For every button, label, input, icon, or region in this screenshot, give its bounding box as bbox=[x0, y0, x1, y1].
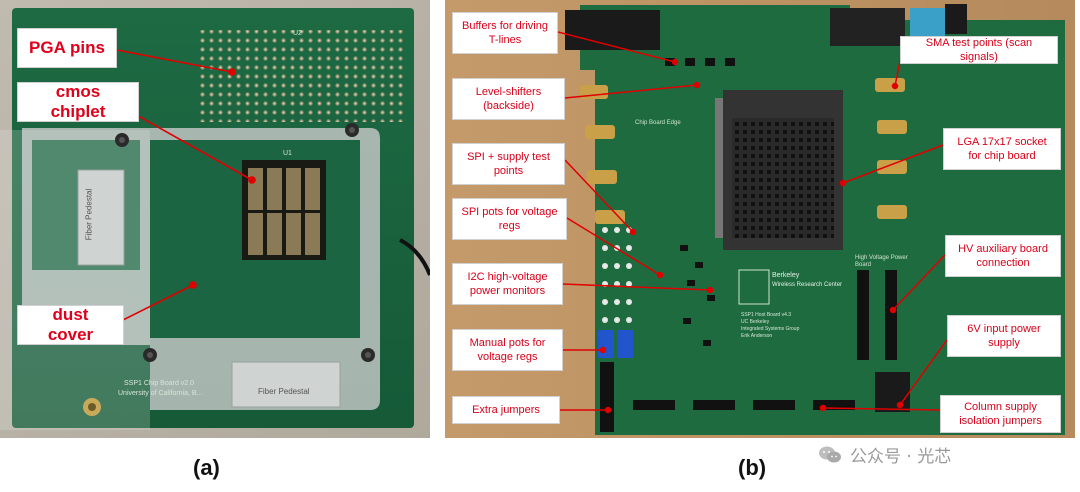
label-level-shifters: Level-shifters (backside) bbox=[452, 78, 565, 120]
host-board-line2: UC Berkeley bbox=[741, 319, 770, 325]
label-lga: LGA 17x17 socket for chip board bbox=[943, 128, 1061, 170]
label-extra-jumpers: Extra jumpers bbox=[452, 396, 560, 424]
hv-header-1 bbox=[857, 270, 869, 360]
host-board-line1: SSP1 Host Board v4.3 bbox=[741, 312, 792, 318]
fiber-pedestal-left bbox=[77, 169, 125, 266]
label-dust-cover: dust cover bbox=[17, 305, 124, 345]
fiber-pedestal-bottom bbox=[231, 361, 341, 408]
label-manual-pots: Manual pots for voltage regs bbox=[452, 329, 563, 371]
wireless-text: Wireless Research Center bbox=[772, 282, 843, 288]
host-board-line4: Erik Anderson bbox=[741, 333, 773, 339]
caption-a: (a) bbox=[193, 455, 220, 480]
label-input-power: 6V input power supply bbox=[947, 315, 1061, 357]
chip-board-edge-text: Chip Board Edge bbox=[635, 120, 681, 126]
chip-board-photo bbox=[0, 0, 432, 438]
label-pga-pins: PGA pins bbox=[17, 28, 117, 68]
photo-panel-b: Chip Board Edge High Voltage Power Board… bbox=[445, 0, 1075, 438]
label-buffers: Buffers for driving T-lines bbox=[452, 12, 558, 54]
wechat-icon bbox=[818, 445, 842, 465]
hv-power-board-text: High Voltage Power Board bbox=[855, 255, 908, 268]
manual-pot-2 bbox=[617, 330, 633, 358]
label-spi-pots: SPI pots for voltage regs bbox=[452, 198, 567, 240]
jumper-strip-left bbox=[600, 362, 614, 432]
board-univ-text: University of California, B... bbox=[118, 390, 203, 397]
power-connector bbox=[875, 372, 910, 412]
label-sma: SMA test points (scan signals) bbox=[900, 36, 1058, 64]
label-cmos-chiplet: cmos chiplet bbox=[17, 82, 139, 122]
screw-group bbox=[115, 123, 375, 362]
column-jumper-headers bbox=[633, 400, 855, 410]
board-name-text: SSP1 Chip Board v2.0 bbox=[124, 380, 195, 387]
photo-panel-a: U2 U1 Fiber Pedestal Fiber Pedestal SSP1… bbox=[0, 0, 432, 438]
caption-b: (b) bbox=[738, 455, 767, 480]
manual-pot-1 bbox=[598, 330, 614, 358]
label-i2c: I2C high-voltage power monitors bbox=[452, 263, 563, 305]
berkeley-text: Berkeley bbox=[772, 272, 800, 279]
fiber-pedestal-bottom-text: Fiber Pedestal bbox=[258, 387, 310, 396]
sma-right-group bbox=[875, 78, 907, 219]
hv-header-2 bbox=[885, 270, 897, 360]
label-hv-aux: HV auxiliary board connection bbox=[945, 235, 1061, 277]
label-spi-supply: SPI + supply test points bbox=[452, 143, 565, 185]
pga-pin-field bbox=[200, 30, 405, 122]
sma-left-group bbox=[580, 85, 625, 224]
watermark: 公众号 · 光芯 bbox=[818, 442, 951, 467]
fiber-pedestal-left-text: Fiber Pedestal bbox=[84, 188, 94, 241]
silk-u1: U1 bbox=[283, 150, 292, 157]
host-board-line3: Integrated Systems Group bbox=[741, 326, 800, 332]
top-connector-module bbox=[565, 10, 660, 50]
berkeley-logo bbox=[738, 269, 770, 305]
label-column-supply: Column supply isolation jumpers bbox=[940, 395, 1061, 433]
watermark-text: 公众号 · 光芯 bbox=[850, 447, 952, 467]
silk-u2: U2 bbox=[293, 30, 302, 37]
